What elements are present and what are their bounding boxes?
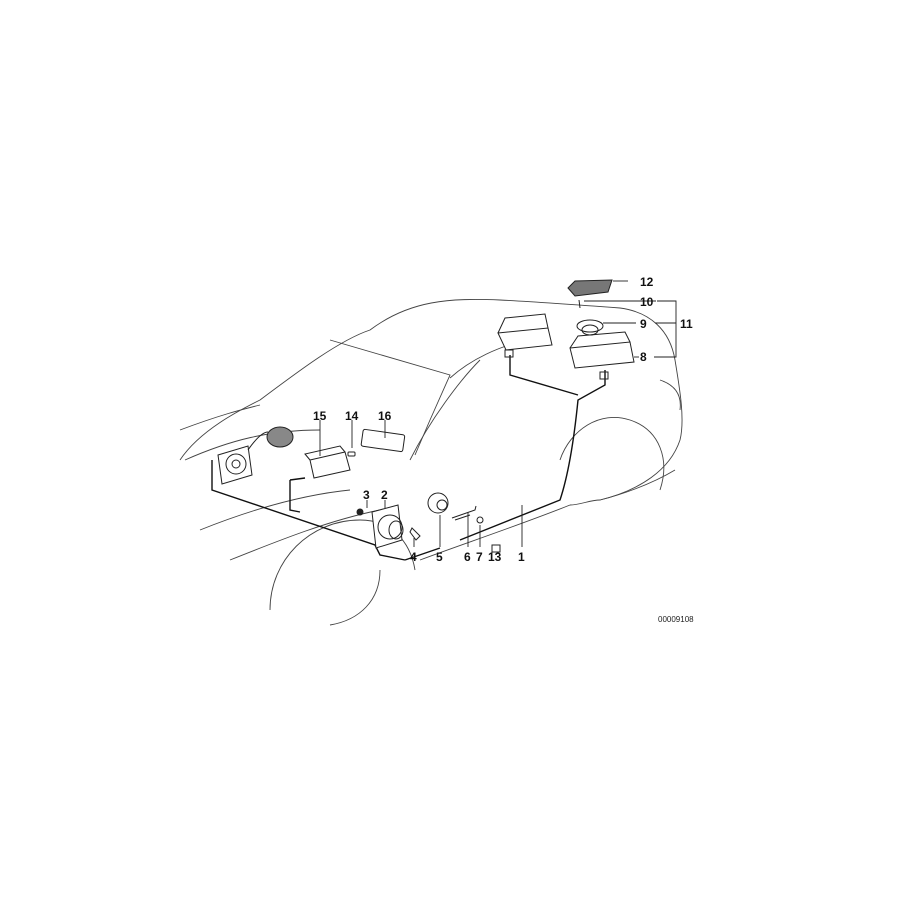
part-label-1: 1 [518,550,525,564]
part-label-16: 16 [378,409,392,423]
part-label-12: 12 [640,275,654,289]
part-label-5: 5 [436,550,443,564]
part-label-4: 4 [410,550,417,564]
radio-holder [304,428,406,479]
door-speaker [356,504,421,549]
part-label-6: 6 [464,550,471,564]
front-left-speaker [217,426,294,485]
wiring-harness [211,355,606,561]
horn-speaker [427,492,501,553]
part-label-15: 15 [313,409,327,423]
part-label-2: 2 [381,488,388,502]
rear-speakers [497,313,635,380]
part-label-3: 3 [363,488,370,502]
part-label-9: 9 [640,317,647,331]
part-label-14: 14 [345,409,359,423]
part-label-13: 13 [488,550,502,564]
reference-number: 00009108 [658,615,694,624]
part-label-8: 8 [640,350,647,364]
leader-lines [319,280,677,547]
part-label-7: 7 [476,550,483,564]
rear-tweeter [567,279,613,336]
car-outline [179,298,683,626]
part-label-11: 11 [680,317,693,331]
part-label-10: 10 [640,295,654,309]
